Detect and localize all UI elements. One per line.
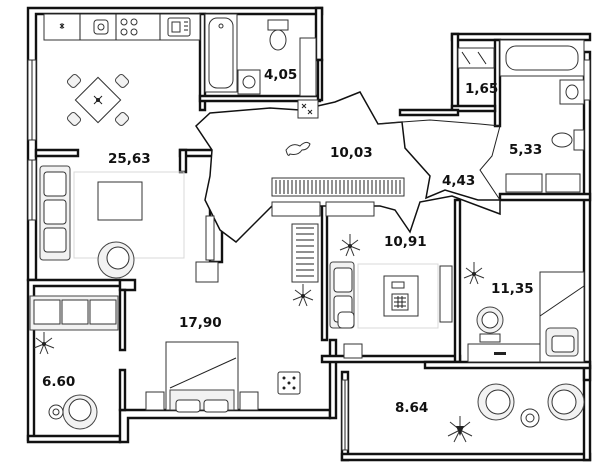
dining-table-icon	[66, 73, 130, 127]
kitchen-counter	[43, 13, 201, 41]
area-label-bedroom-right: 11,35	[491, 281, 534, 297]
bathtub-icon	[499, 39, 585, 77]
sink-icon	[559, 79, 585, 105]
coffee-table	[97, 181, 143, 221]
plant-icon	[463, 262, 485, 285]
sink-icon	[237, 69, 261, 95]
microwave-icon	[93, 19, 109, 35]
armchair-icon	[97, 241, 135, 279]
safe-icon	[277, 371, 301, 395]
armchair-icon	[477, 383, 515, 421]
plant-icon	[447, 416, 473, 443]
area-label-bedroom-center: 10,91	[384, 234, 427, 250]
windows	[27, 59, 591, 451]
area-label-corridor: 4,43	[442, 173, 475, 189]
desk-icon	[467, 343, 541, 363]
outer-walls	[26, 6, 592, 462]
wardrobe	[271, 177, 405, 217]
corridor-outline	[377, 119, 501, 201]
tv-stand	[439, 265, 453, 323]
armchair-icon	[547, 383, 585, 421]
bed-icon	[539, 271, 585, 363]
area-label-bathroom-2: 5,33	[509, 142, 542, 158]
plant-icon	[292, 284, 314, 307]
area-label-kitchen-living: 25,63	[108, 151, 151, 167]
stove-icon	[120, 18, 138, 36]
bathtub-icon	[204, 13, 238, 93]
area-labels: 25,63 4,05 10,03 1,65 5,33 4,43 10,91 11…	[42, 67, 542, 416]
area-label-bathroom-1: 4,05	[264, 67, 297, 83]
shelf	[299, 37, 317, 97]
toilet-icon	[267, 19, 289, 51]
armchair-icon	[343, 343, 363, 359]
washing-machine-icon	[505, 173, 581, 193]
side-table	[520, 408, 540, 428]
area-label-bedroom-master: 17,90	[179, 315, 222, 331]
nightstand	[145, 391, 165, 411]
armchair-icon	[62, 394, 98, 430]
chair-icon	[476, 306, 504, 343]
side-table	[48, 404, 64, 420]
dog-icon	[285, 141, 311, 156]
area-label-balcony-left: 6.60	[42, 374, 75, 390]
bedroom-rug	[357, 263, 439, 329]
fridge-icon	[59, 23, 65, 29]
desk-icon	[383, 275, 419, 317]
area-label-hall: 10,03	[330, 145, 373, 161]
toilet-icon	[551, 129, 585, 151]
tv-stand	[205, 215, 215, 261]
area-label-balcony-right: 8.64	[395, 400, 428, 416]
area-label-wc: 1,65	[465, 81, 498, 97]
sofa-icon	[29, 295, 119, 331]
nightstand	[239, 391, 259, 411]
plant-icon	[33, 332, 55, 355]
plant-icon	[339, 234, 361, 257]
sink-icon	[167, 17, 191, 37]
wardrobe	[291, 223, 319, 283]
bed-icon	[165, 341, 239, 413]
washing-machine-icon	[297, 99, 319, 119]
cabinet	[195, 261, 219, 283]
sofa-icon	[39, 165, 71, 261]
wc-shelf	[457, 47, 495, 69]
